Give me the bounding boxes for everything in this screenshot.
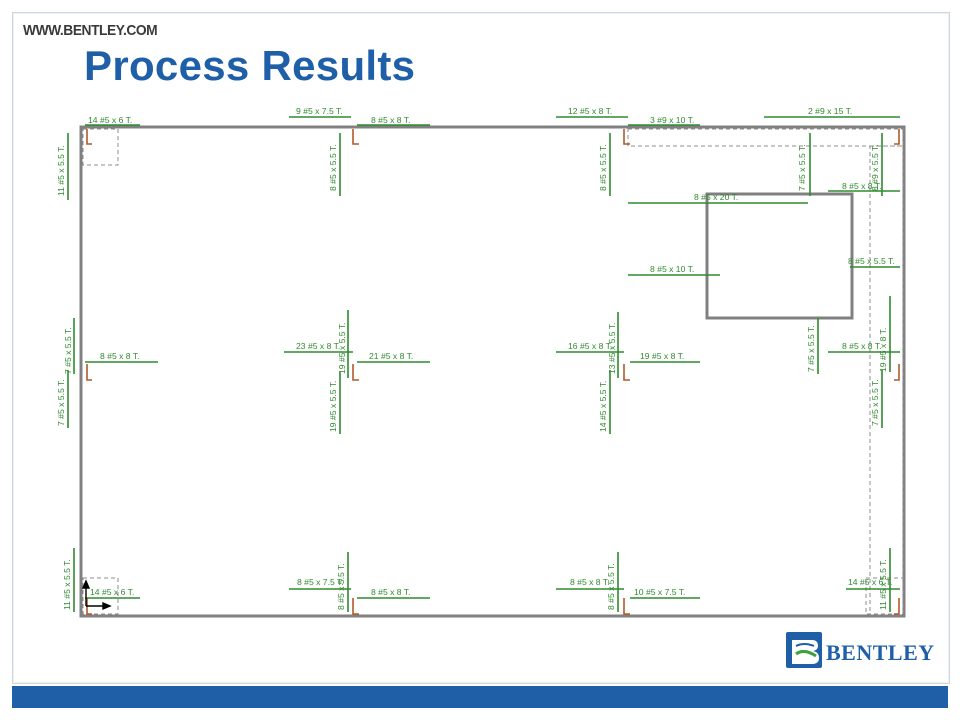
- rebar-label: 8 #5 x 8 T.: [371, 115, 411, 125]
- dashed-zone-bottom-right: [865, 577, 904, 615]
- rebar-label: 7 #5 x 5.5 T.: [806, 325, 816, 372]
- rebar-label: 14 #5 x 5.5 T.: [598, 381, 608, 432]
- rebar-label: 8 #5 x 8 T.: [842, 181, 882, 191]
- support-marker: [352, 598, 359, 615]
- rebar-label: 11 #5 x 5.5 T.: [878, 559, 888, 610]
- footer-bar: [12, 686, 948, 708]
- rebar-label: 7 #5 x 5.5 T.: [56, 379, 66, 426]
- rebar-label: 8 #5 x 5.5 T.: [598, 144, 608, 191]
- support-marker: [623, 129, 630, 145]
- rebar-label: 8 #9 x 5.5 T.: [870, 144, 880, 191]
- support-marker: [86, 129, 92, 145]
- coordinate-axes-icon: [81, 579, 112, 611]
- support-marker: [894, 598, 900, 615]
- rebar-label: 14 #5 x 6 T.: [88, 115, 132, 125]
- rebar-label: 16 #5 x 8 T.: [568, 341, 612, 351]
- slide-panel: WWW.BENTLEY.COM: [12, 12, 950, 684]
- rebar-label: 2 #9 x 15 T.: [808, 106, 852, 116]
- rebar-label: 7 #5 x 5.5 T.: [870, 379, 880, 426]
- rebar-label: 8 #5 x 8 T.: [371, 587, 411, 597]
- support-marker: [86, 364, 92, 381]
- support-marker: [352, 129, 359, 145]
- rebar-label: 11 #5 x 5.5 T.: [62, 559, 72, 610]
- rebar-label: 8 #5 x 5.5 T.: [848, 256, 895, 266]
- rebar-label: 8 #5 x 8 T.: [100, 351, 140, 361]
- support-marker: [86, 598, 92, 615]
- site-url: WWW.BENTLEY.COM: [23, 22, 158, 39]
- dashed-zone-bottom-left: [82, 577, 119, 615]
- rebar-label: 11 #5 x 5.5 T.: [56, 145, 66, 196]
- rebar-label: 8 #5 x 10 T.: [650, 264, 694, 274]
- support-marker: [623, 364, 630, 381]
- dashed-zone-right-strip: [869, 145, 904, 616]
- dashed-zone-top-band: [627, 128, 904, 147]
- rebar-label: 19 #5 x 8 T.: [640, 351, 684, 361]
- rebar-label: 19 #5 x 8 T.: [878, 328, 888, 372]
- rebar-label: 9 #5 x 7.5 T.: [296, 106, 343, 116]
- rebar-label: 8 #5 x 5.5 T.: [606, 563, 616, 610]
- rebar-label: 19 #5 x 5.5 T.: [337, 323, 347, 374]
- support-marker: [894, 364, 900, 381]
- rebar-label: 7 #5 x 5.5 T.: [63, 327, 73, 374]
- rebar-label: 8 #5 x 8 T.: [842, 341, 882, 351]
- rebar-label: 8 #5 x 20 T.: [694, 192, 738, 202]
- bentley-logo: [786, 632, 822, 668]
- rebar-label: 8 #5 x 7.5 T.: [297, 577, 344, 587]
- support-marker: [623, 598, 630, 615]
- rebar-label: 7 #5 x 5.5 T.: [797, 144, 807, 191]
- rebar-label: 14 #5 x 6 T.: [848, 577, 892, 587]
- rebar-label: 8 #5 x 8 T.: [570, 577, 610, 587]
- bentley-logo-wordmark: BENTLEY: [826, 640, 935, 665]
- slab-outline: [79, 125, 906, 618]
- support-marker: [894, 129, 900, 145]
- rebar-label: 21 #5 x 8 T.: [369, 351, 413, 361]
- rebar-label: 19 #5 x 5.5 T.: [328, 381, 338, 432]
- rebar-label: 3 #9 x 10 T.: [650, 115, 694, 125]
- rebar-label: 23 #5 x 8 T.: [296, 341, 340, 351]
- rebar-label: 10 #5 x 7.5 T.: [634, 587, 685, 597]
- rebar-label: 8 #5 x 5.5 T.: [336, 563, 346, 610]
- slab-opening: [705, 192, 854, 320]
- rebar-label: 12 #5 x 8 T.: [568, 106, 612, 116]
- support-marker: [352, 364, 359, 381]
- dashed-zone-top-left: [82, 128, 119, 166]
- slide-title: Process Results: [84, 42, 416, 89]
- rebar-label: 13 #5 x 5.5 T.: [607, 323, 617, 374]
- rebar-label: 8 #5 x 5.5 T.: [328, 144, 338, 191]
- rebar-label: 14 #5 x 6 T.: [90, 587, 134, 597]
